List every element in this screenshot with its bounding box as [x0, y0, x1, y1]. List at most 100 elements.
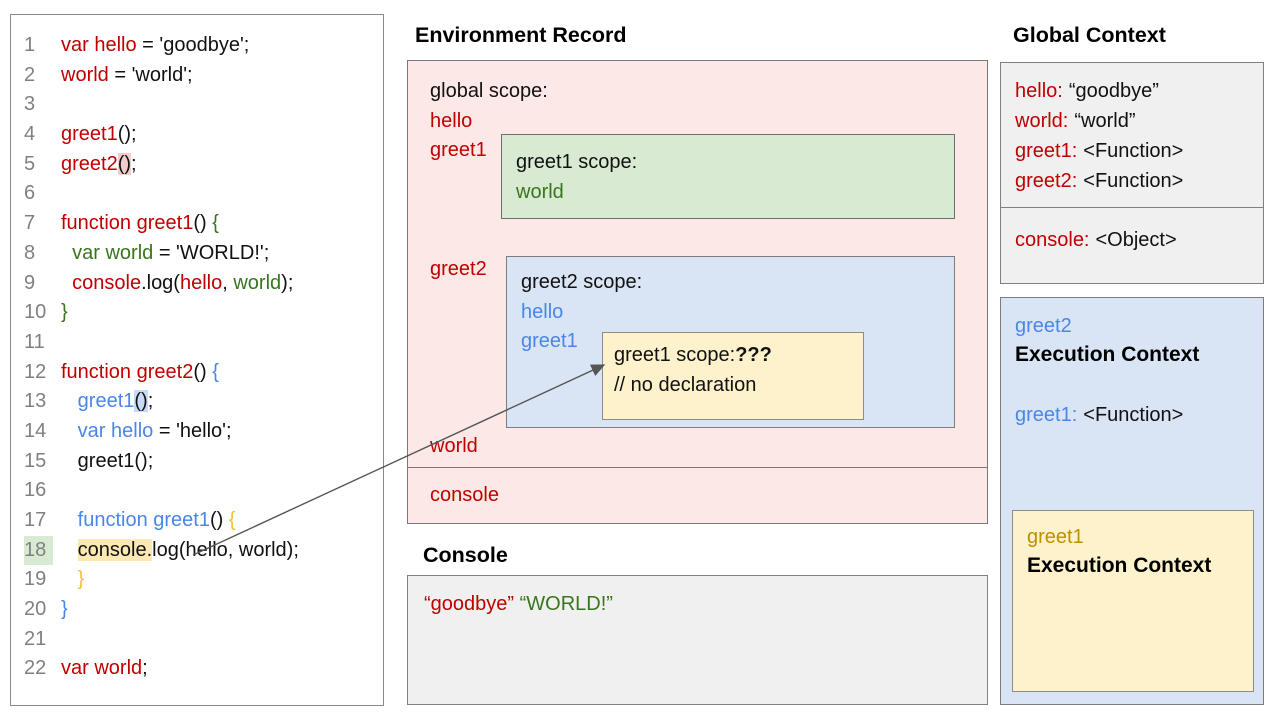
global-context-var-row: greet1:<Function> — [1015, 136, 1259, 166]
greet1-scope-label: greet1 scope: — [516, 151, 638, 173]
unresolved-scope-comment: // no declaration — [614, 374, 757, 396]
greet2-ec-var-label: greet1: — [1015, 404, 1078, 426]
greet2-scope-label: greet2 scope: — [521, 271, 643, 293]
console-var-value: <Object> — [1095, 228, 1177, 251]
code-token: greet1 — [77, 390, 135, 413]
code-line: 16 — [24, 476, 379, 506]
console-output-goodbye: “goodbye” — [424, 593, 515, 615]
code-token: greet1(); — [61, 449, 154, 472]
code-text: } — [61, 568, 85, 590]
global-context-var-row: world:“world” — [1015, 106, 1259, 136]
code-token: world — [233, 271, 282, 294]
code-token: function greet1 — [77, 509, 210, 531]
code-line: 18 console.log(hello, world); — [24, 535, 379, 566]
environment-record-title: Environment Record — [415, 23, 627, 47]
code-text: function greet1() { — [61, 509, 236, 531]
greet2-ec-title: Execution Context — [1015, 343, 1200, 366]
code-token: var hello — [77, 419, 154, 442]
global-var-greet1: greet1 — [430, 139, 487, 161]
code-line: 19 } — [24, 565, 379, 595]
line-number: 13 — [24, 390, 47, 413]
code-token — [61, 509, 78, 531]
code-token: = 'hello'; — [153, 419, 232, 442]
var-label: greet2: — [1015, 170, 1078, 192]
code-token: console — [72, 271, 142, 294]
code-token: function greet2 — [61, 360, 194, 383]
line-number: 4 — [24, 123, 36, 146]
code-token: ; — [142, 657, 148, 680]
code-line: 21 — [24, 625, 379, 655]
var-value: <Function> — [1083, 140, 1184, 162]
code-token: var world — [72, 241, 154, 264]
line-number: 12 — [24, 360, 47, 383]
code-token: ; — [147, 390, 154, 413]
greet2-scope-var-hello: hello — [521, 301, 564, 323]
global-var-greet2: greet2 — [430, 258, 487, 280]
code-token: ); — [281, 271, 294, 294]
line-number: 7 — [24, 212, 36, 235]
code-line: 1 var hello = 'goodbye'; — [24, 31, 379, 61]
var-label: hello: — [1015, 80, 1063, 102]
greet1-execution-context-box: greet1 Execution Context — [1012, 510, 1254, 692]
code-text: function greet2() { — [61, 361, 219, 383]
code-token: () — [193, 212, 213, 235]
line-number: 5 — [24, 152, 36, 175]
line-number: 9 — [24, 271, 36, 294]
code-token: = 'goodbye'; — [136, 34, 250, 56]
global-context-var-row: greet2:<Function> — [1015, 166, 1259, 196]
code-token: { — [212, 360, 219, 383]
code-token: var hello — [61, 34, 137, 56]
code-token: = 'WORLD!'; — [153, 241, 270, 264]
global-scope-box: global scope: hello greet1 greet2 world … — [407, 60, 988, 468]
code-text: var world = 'WORLD!'; — [61, 242, 269, 264]
line-number: 21 — [24, 627, 47, 650]
code-line: 15 greet1(); — [24, 447, 379, 477]
code-token: console. — [77, 538, 153, 561]
greet2-ec-var-value: <Function> — [1083, 404, 1184, 426]
line-number: 8 — [24, 241, 36, 264]
var-value: “world” — [1074, 110, 1136, 132]
code-token: { — [212, 212, 219, 235]
code-text: } — [61, 598, 68, 620]
greet1-scope-var-world: world — [516, 181, 564, 203]
line-number: 22 — [24, 657, 47, 680]
console-title: Console — [423, 543, 508, 567]
code-token — [61, 272, 72, 294]
line-number: 3 — [24, 93, 36, 116]
greet2-execution-context-box: greet2 Execution Context greet1:<Functio… — [1000, 297, 1264, 705]
unresolved-greet1-scope-box: greet1 scope:??? // no declaration — [602, 332, 864, 420]
code-token — [61, 568, 78, 590]
global-var-console: console — [430, 483, 499, 506]
line-number: 1 — [24, 34, 36, 56]
code-token — [61, 390, 78, 412]
code-token — [61, 242, 72, 264]
global-scope-label: global scope: — [430, 80, 548, 102]
code-token: hello — [179, 271, 223, 294]
console-output-box: “goodbye” “WORLD!” — [407, 575, 988, 705]
code-token: } — [61, 301, 68, 324]
greet2-ec-var-row: greet1:<Function> — [1015, 403, 1183, 427]
global-context-var-row: hello:“goodbye” — [1015, 76, 1259, 106]
code-token: { — [228, 509, 236, 531]
code-token: , — [222, 271, 234, 294]
unresolved-scope-label: greet1 scope:??? — [614, 343, 772, 367]
code-text: var world; — [61, 657, 148, 679]
var-label: world: — [1015, 110, 1069, 132]
code-line: 9 console.log(hello, world); — [24, 269, 379, 299]
console-output-world: “WORLD!” — [519, 593, 613, 615]
line-number: 10 — [24, 301, 47, 324]
code-token: .log( — [141, 271, 180, 294]
line-number: 2 — [24, 63, 36, 86]
code-line: 14 var hello = 'hello'; — [24, 417, 379, 447]
greet2-ec-name: greet2 — [1015, 315, 1072, 337]
line-number: 15 — [24, 449, 47, 472]
code-line: 6 — [24, 179, 379, 209]
code-line: 13 greet1(); — [24, 387, 379, 417]
code-token: ; — [131, 152, 137, 175]
code-token: log(hello, world); — [152, 538, 299, 561]
line-number: 6 — [24, 182, 36, 205]
